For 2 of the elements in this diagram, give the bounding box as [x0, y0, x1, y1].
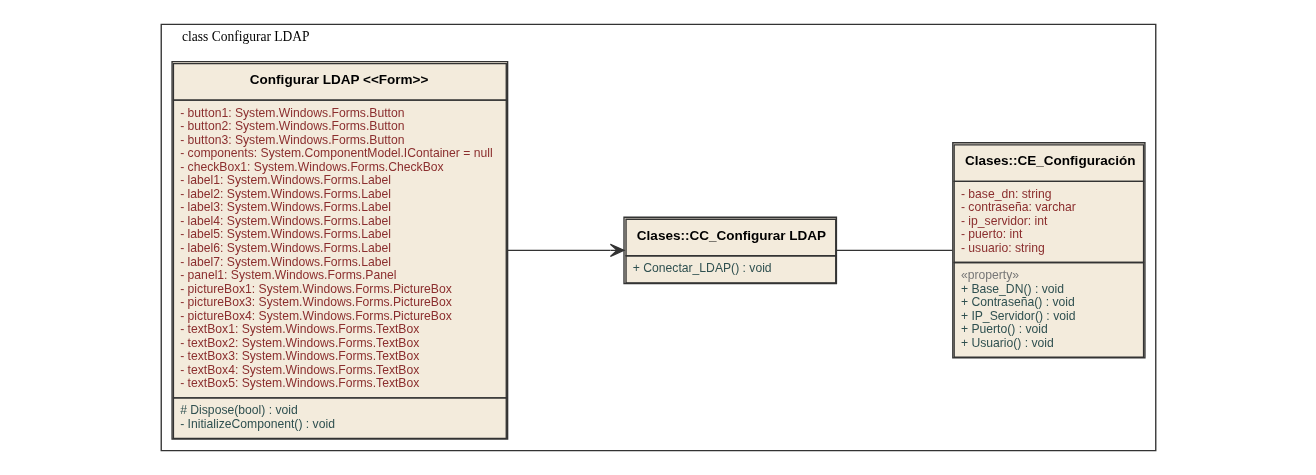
connector [835, 249, 953, 252]
arrow [506, 243, 625, 258]
